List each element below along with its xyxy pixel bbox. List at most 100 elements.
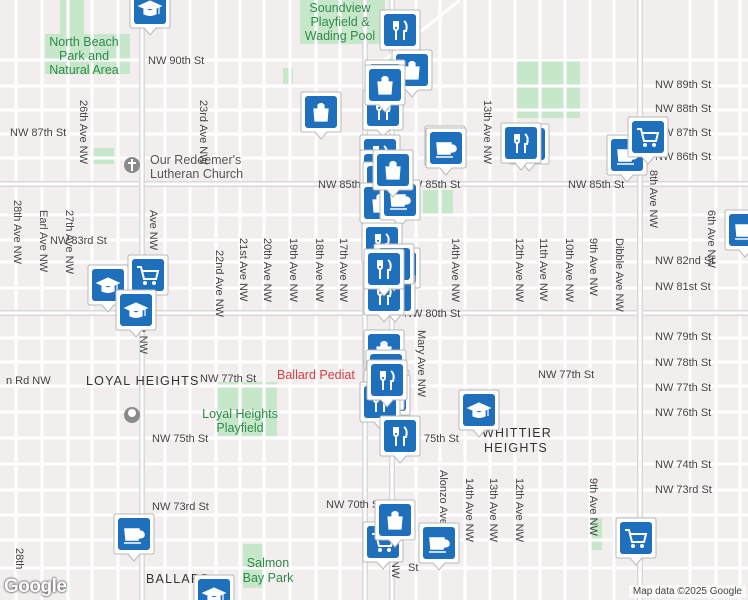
street-label: 21st Ave NW: [237, 238, 249, 302]
restaurant-marker[interactable]: [366, 359, 408, 408]
shopping-cart-icon: [137, 266, 160, 285]
street-label: 18th Ave NW: [313, 238, 325, 303]
restaurant-marker[interactable]: [363, 248, 405, 297]
street-label: NW 85th St: [568, 179, 624, 191]
school-icon: [123, 302, 149, 319]
poi-label: Our Redeemer's: [150, 153, 241, 167]
park-label: Playfield: [216, 421, 263, 435]
restaurant-marker[interactable]: [500, 122, 542, 171]
street-label: NW 90th St: [148, 55, 204, 67]
shopping-cart-icon: [637, 128, 660, 147]
park-label: Soundview: [309, 1, 371, 15]
restaurant-icon: [514, 133, 529, 153]
coffee-icon: [429, 537, 450, 553]
church-icon: [124, 157, 140, 173]
restaurant-icon: [393, 426, 408, 446]
park-label: Playfield &: [310, 15, 370, 29]
street-label: 11th Ave NW: [537, 238, 549, 302]
neighborhood-label: HEIGHTS: [484, 441, 548, 455]
coffee-marker[interactable]: [425, 127, 467, 176]
shopping-cart-icon: [625, 529, 648, 548]
map-attribution[interactable]: Map data ©2025 Google: [628, 585, 746, 598]
street-label: 10th Ave NW: [563, 238, 575, 303]
street-label: 75th St: [424, 433, 459, 445]
shopping-marker[interactable]: [372, 149, 414, 198]
restaurant-icon: [393, 20, 408, 40]
street-label: NW 88th St: [655, 103, 711, 115]
shopping-marker[interactable]: [374, 499, 416, 548]
coffee-marker[interactable]: [724, 209, 748, 258]
school-icon: [137, 0, 163, 17]
place-markers[interactable]: [87, 0, 748, 600]
school-marker[interactable]: [115, 289, 157, 338]
street-label: 14th Ave NW: [449, 238, 461, 303]
street-label: NW 77th St: [655, 382, 711, 394]
park-label: Park and: [59, 49, 109, 63]
park-label: Natural Area: [49, 63, 119, 77]
street-label: 26th Ave NW: [77, 100, 89, 165]
street-label: NW 86th St: [655, 151, 711, 163]
street-label: 17th Ave NW: [337, 238, 349, 303]
park-label: Bay Park: [243, 571, 294, 585]
street-label: 13th Ave NW: [487, 478, 499, 543]
shopping-marker[interactable]: [364, 64, 406, 113]
shopping-cart-marker[interactable]: [615, 517, 657, 566]
street-label: NW 83rd St: [50, 235, 107, 247]
street-label: 20th Ave NW: [261, 238, 273, 303]
street-label: 12th Ave NW: [513, 238, 525, 303]
street-label: Earl Ave NW: [37, 210, 49, 273]
street-label: NW 77th St: [538, 369, 594, 381]
coffee-marker[interactable]: [418, 522, 460, 571]
street-label: NW 70th St: [326, 499, 382, 511]
shopping-marker[interactable]: [300, 91, 342, 140]
restaurant-icon: [380, 370, 395, 390]
park-label: Wading Pool: [305, 29, 375, 43]
poi-label: Lutheran Church: [150, 167, 243, 181]
street-label: NW 82nd St: [655, 255, 714, 267]
street-label: 14th Ave NW: [463, 478, 475, 543]
street-label: 22nd Ave NW: [213, 250, 225, 318]
street-label: NW 87th St: [655, 127, 711, 139]
school-marker[interactable]: [87, 264, 129, 313]
shopping-icon: [387, 510, 403, 530]
neighborhood-label: LOYAL HEIGHTS: [86, 374, 200, 388]
school-marker[interactable]: [193, 574, 235, 600]
street-label: St: [408, 562, 418, 574]
street-label: n Rd NW: [6, 375, 51, 387]
street-label: NW 74th St: [655, 459, 711, 471]
shopping-icon: [404, 60, 420, 80]
school-marker[interactable]: [458, 389, 500, 438]
park-areas: [45, 0, 602, 588]
restaurant-marker[interactable]: [379, 9, 421, 58]
shopping-cart-marker[interactable]: [627, 116, 669, 165]
street-label: 9th Ave NW: [587, 238, 599, 296]
restaurant-icon: [377, 259, 392, 279]
street-label: 13th Ave NW: [481, 100, 493, 165]
street-label: 28th: [13, 548, 25, 569]
street-label: NW: [389, 560, 401, 579]
street-label: 27th Ave NW: [63, 210, 75, 275]
park-labels: Soundview Playfield & Wading Pool North …: [49, 1, 375, 585]
park-label: Loyal Heights: [202, 407, 278, 421]
street-label: NW 75th St: [152, 433, 208, 445]
shopping-icon: [313, 102, 329, 122]
shopping-icon: [377, 75, 393, 95]
restaurant-marker[interactable]: [379, 415, 421, 464]
park-icon: [124, 407, 140, 423]
street-label: Mary Ave NW: [415, 330, 427, 398]
coffee-marker[interactable]: [113, 513, 155, 562]
street-label: NW 87th St: [10, 127, 66, 139]
street-label: NW 81st St: [655, 281, 711, 293]
street-label: NW 78th St: [655, 357, 711, 369]
shopping-icon: [385, 160, 401, 180]
school-marker[interactable]: [129, 0, 171, 36]
poi-label: Ballard Pediat: [277, 368, 355, 382]
neighborhood-label: WHITTIER: [482, 426, 552, 440]
street-label: NW 73rd St: [655, 484, 712, 496]
school-icon: [466, 402, 492, 419]
street-label: NW 73rd St: [152, 501, 209, 513]
neighborhood-labels: LOYAL HEIGHTS WHITTIER HEIGHTS BALLARD: [86, 374, 552, 586]
poi-labels: Our Redeemer's Lutheran Church Ballard P…: [124, 153, 355, 423]
